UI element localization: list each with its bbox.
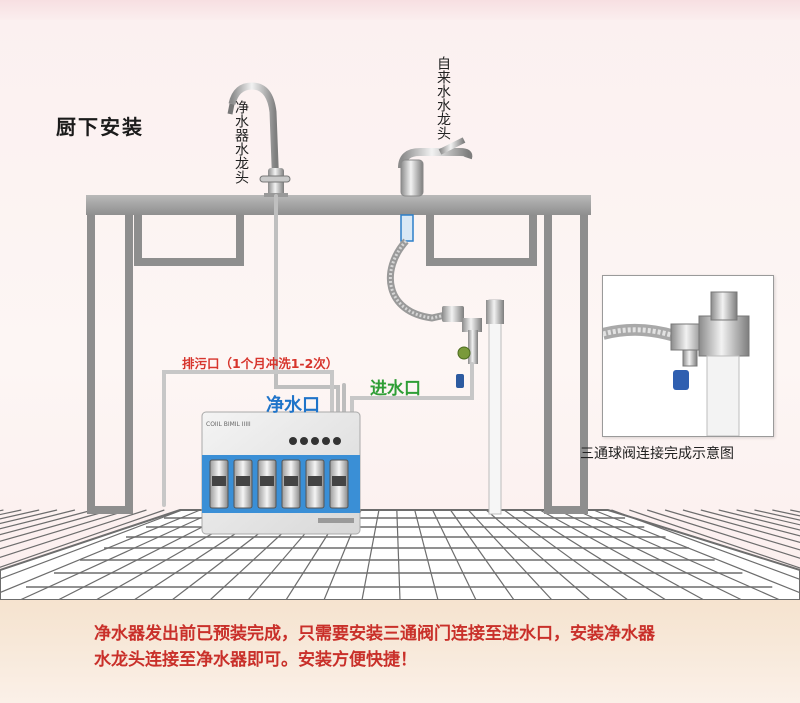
clean-water-outlet-label: 净水口 — [266, 395, 320, 416]
footer-line-2: 水龙头连接至净水器即可。安装方便快捷！ — [94, 650, 417, 670]
floor — [0, 509, 800, 600]
filter-label — [284, 476, 298, 486]
supply-riser — [486, 299, 504, 515]
floor-line — [0, 509, 147, 558]
three-way-ball-valve-icon — [456, 318, 482, 388]
cabinet — [87, 213, 588, 514]
water-inlet-label: 进水口 — [370, 379, 421, 399]
top-band — [0, 0, 800, 20]
floor-line — [593, 509, 800, 594]
floor-line — [503, 509, 629, 600]
kitchen-faucet-icon — [398, 137, 473, 197]
tap-hose — [386, 214, 464, 322]
floor-line — [718, 509, 800, 531]
floor-line — [521, 509, 667, 600]
floor-line — [557, 509, 743, 600]
water-purifier-icon: COIIL BIMIL IIIII — [201, 411, 361, 535]
countertop — [86, 195, 591, 215]
floor-line — [539, 509, 705, 600]
floor-line — [432, 509, 477, 600]
floor-line — [611, 509, 800, 581]
valve-detail-photo — [603, 291, 750, 436]
footer-text: 净水器发出前已预装完成，只需要安装三通阀门连接至进水口，安装净水器 水龙头连接至… — [94, 621, 754, 673]
floor-line — [646, 509, 800, 559]
floor-line — [0, 509, 201, 594]
floor-line — [396, 509, 401, 600]
inset-caption: 三通球阀连接完成示意图 — [580, 446, 734, 462]
floor-line — [700, 509, 800, 537]
valve-detail-inset — [602, 275, 774, 437]
floor-line — [361, 509, 380, 600]
floor-line — [414, 509, 439, 600]
floor-line — [0, 509, 76, 530]
tubing — [162, 194, 474, 507]
floor-line — [0, 509, 129, 550]
purifier-faucet-label: 净水器水龙头 — [233, 100, 249, 184]
filter-label — [260, 476, 274, 486]
floor-line — [664, 509, 800, 551]
floor-line — [0, 509, 93, 536]
floor-line — [467, 509, 553, 600]
footer-banner: 净水器发出前已预装完成，只需要安装三通阀门连接至进水口，安装净水器 水龙头连接至… — [0, 600, 800, 703]
page-title: 厨下安装 — [56, 115, 144, 139]
floor-line — [629, 509, 800, 569]
drain-outlet-label: 排污口（1个月冲洗1-2次） — [182, 356, 339, 371]
floor-line — [0, 509, 183, 580]
floor-line — [485, 509, 591, 600]
installation-diagram: COIIL BIMIL IIIII — [0, 82, 800, 600]
filter-label — [308, 476, 322, 486]
floor-line — [0, 509, 165, 568]
floor-line — [0, 509, 111, 542]
floor-line — [575, 509, 781, 600]
footer-line-1: 净水器发出前已预装完成，只需要安装三通阀门连接至进水口，安装净水器 — [94, 624, 655, 644]
floor-line — [449, 509, 515, 600]
filter-label — [332, 476, 346, 486]
tap-faucet-label: 自来水水龙头 — [435, 56, 451, 140]
filter-label — [212, 476, 226, 486]
svg-text:COIIL BIMIL IIIII: COIIL BIMIL IIIII — [206, 421, 251, 428]
filter-label — [236, 476, 250, 486]
floor-line — [19, 509, 219, 600]
floor-line — [682, 509, 800, 544]
